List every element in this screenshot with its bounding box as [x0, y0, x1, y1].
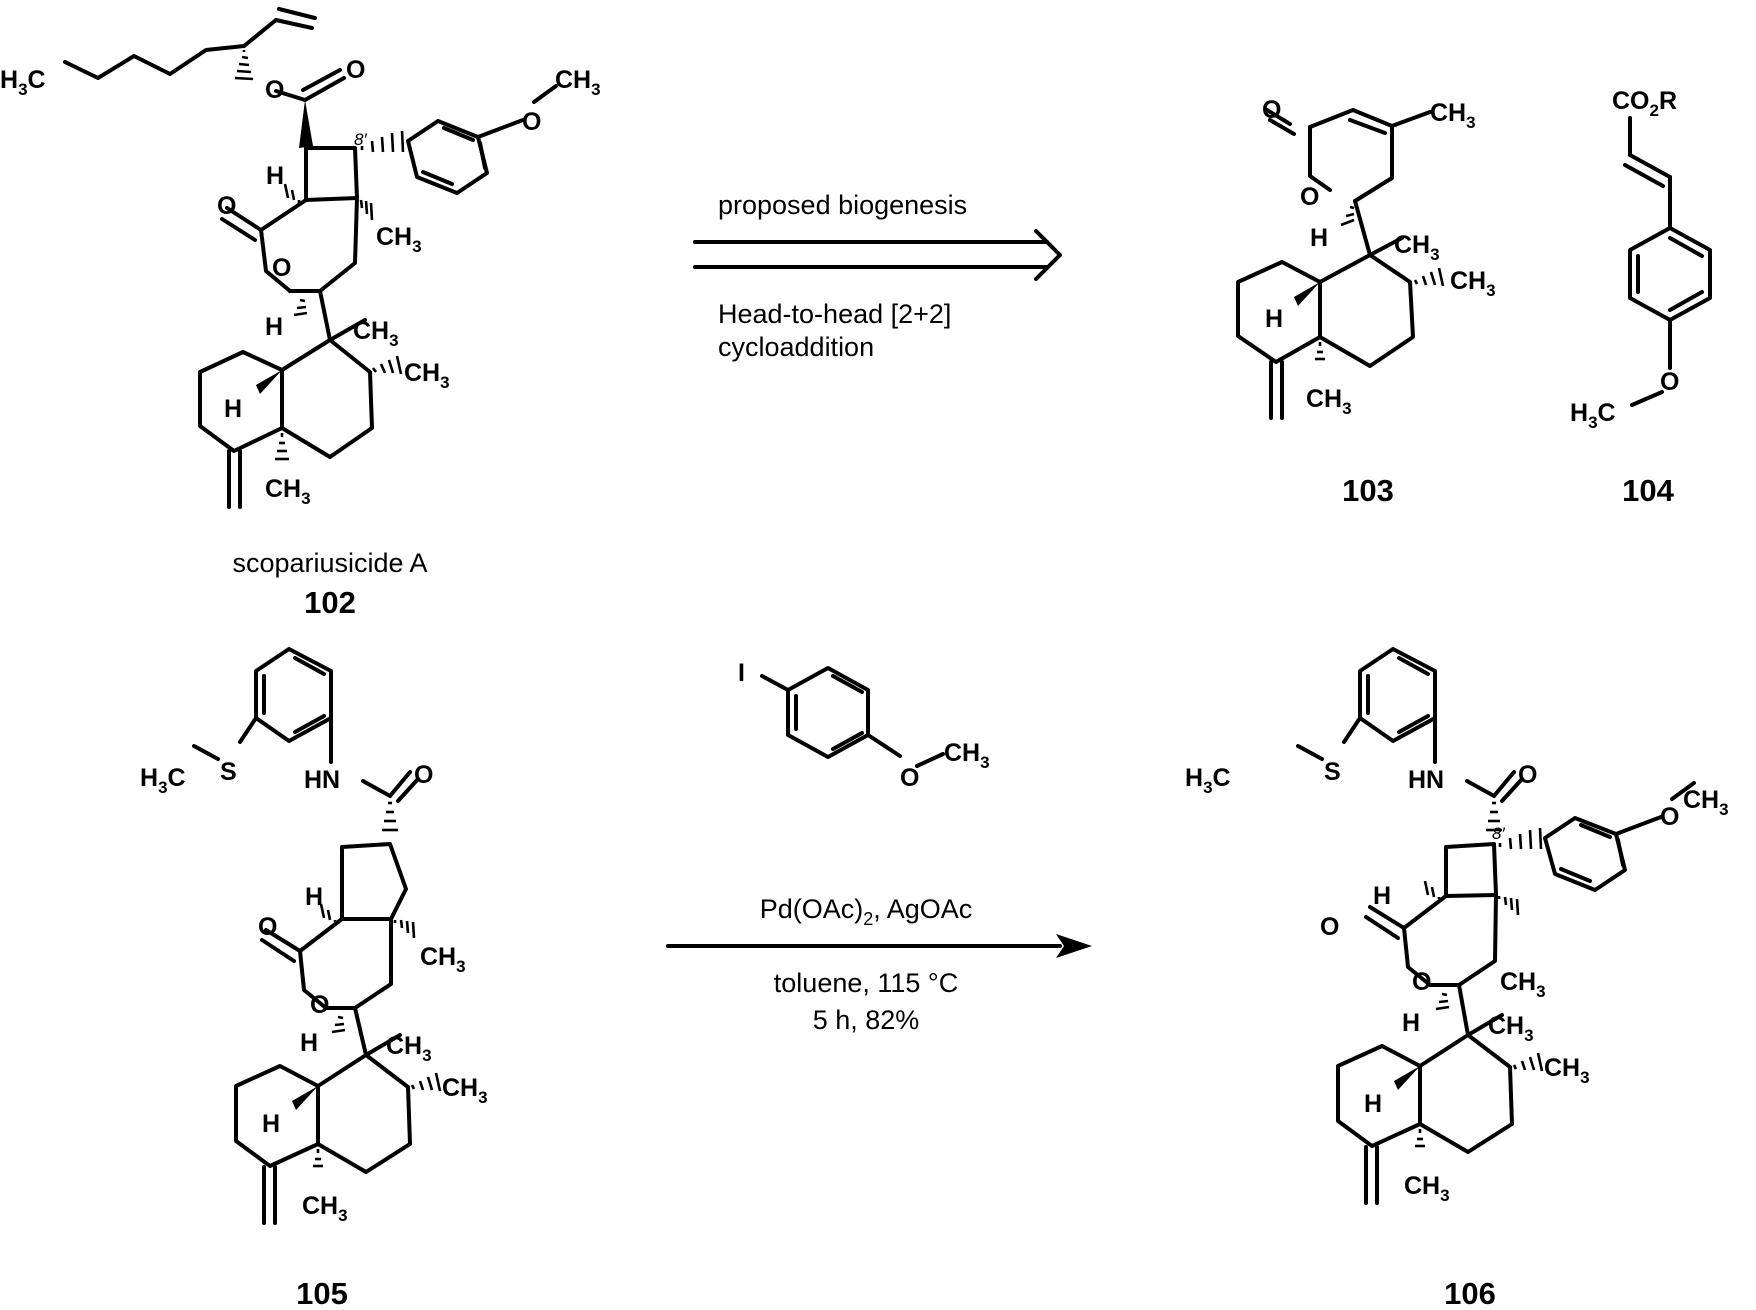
- methoxy-ch3-label: CH3: [944, 739, 990, 772]
- amide-o-label: O: [414, 761, 433, 789]
- ch3-label: CH3: [386, 1032, 432, 1065]
- h3c-label: H3C: [1185, 764, 1231, 797]
- compound-106-number: 106: [1444, 1276, 1496, 1310]
- methoxy-o-label: O: [1660, 803, 1679, 831]
- methoxy-o-label: O: [522, 108, 541, 136]
- ch3-label: CH3: [1394, 231, 1440, 264]
- ch3-label: CH3: [1500, 968, 1546, 1001]
- h3c-label: H3C: [0, 66, 46, 99]
- h-label: H: [300, 1029, 318, 1057]
- structure-102: H3C O O 8′ H O O CH3 O CH3 H CH3 CH3 H C…: [0, 7, 601, 620]
- amide-o-label: O: [1518, 761, 1537, 789]
- ch3-label: CH3: [302, 1192, 348, 1225]
- lactone-o-label: O: [1412, 968, 1431, 996]
- locant-8prime: 8′: [1492, 824, 1505, 843]
- arrow1-below-line2: cycloaddition: [718, 332, 874, 362]
- ch3-label: CH3: [1306, 385, 1352, 418]
- ch3-label: CH3: [404, 359, 450, 392]
- structure-105: H3C S HN O H O CH3 O H CH3 CH3 H CH3 105: [140, 647, 488, 1310]
- h-label: H: [1364, 1090, 1382, 1118]
- s-label: S: [220, 758, 237, 786]
- methoxy-o-label: O: [900, 764, 919, 792]
- reaction-arrow: [666, 934, 1092, 958]
- ch3-label: CH3: [1450, 267, 1496, 300]
- h-label: H: [224, 395, 242, 423]
- h-label: H: [1373, 882, 1391, 910]
- lactone-carbonyl-o-label: O: [217, 192, 236, 220]
- ch3-label: CH3: [265, 475, 311, 508]
- arrow2-reagent-line: Pd(OAc)2, AgOAc: [760, 894, 973, 929]
- compound-104-number: 104: [1622, 473, 1674, 508]
- compound-103-number: 103: [1342, 473, 1394, 508]
- h-label: H: [1402, 1009, 1420, 1037]
- retrosynthesis-arrow: proposed biogenesis Head-to-head [2+2] c…: [693, 190, 1062, 362]
- h-label: H: [1310, 224, 1328, 252]
- h3c-label: H3C: [1570, 399, 1616, 432]
- structure-104: CO2R O H3C 104: [1570, 87, 1712, 508]
- arrow1-above-text: proposed biogenesis: [718, 190, 967, 220]
- ch3-label: CH3: [1544, 1054, 1590, 1087]
- carbonyl-o-label: O: [1262, 96, 1281, 124]
- nh-label: HN: [304, 766, 340, 794]
- structure-103: O CH3 O H CH3 CH3 H CH3 103: [1236, 96, 1496, 508]
- arrow2-conditions-line1: toluene, 115 °C: [774, 968, 958, 998]
- lactone-o-label: O: [310, 991, 329, 1019]
- compound-105-number: 105: [296, 1276, 348, 1310]
- compound-102-name: scopariusicide A: [232, 548, 427, 578]
- lactone-carbonyl-o-label: O: [1320, 913, 1339, 941]
- ch3-label: CH3: [420, 943, 466, 976]
- ch3-label: CH3: [353, 317, 399, 350]
- arrow1-below-line1: Head-to-head [2+2]: [718, 299, 951, 329]
- methoxy-o-label: O: [1660, 368, 1679, 396]
- locant-8prime: 8′: [354, 130, 367, 149]
- lactone-o-label: O: [272, 254, 291, 282]
- co2r-label: CO2R: [1612, 87, 1677, 120]
- compound-102-number: 102: [304, 585, 356, 620]
- methoxy-ch3-label: CH3: [555, 66, 601, 99]
- h-label: H: [266, 162, 284, 190]
- ch3-label: CH3: [1404, 1172, 1450, 1205]
- methoxy-ch3-label: CH3: [1683, 786, 1729, 819]
- lactone-o-label: O: [1300, 183, 1319, 211]
- iodo-label: I: [738, 659, 745, 687]
- h3c-label: H3C: [140, 764, 186, 797]
- lactone-carbonyl-o-label: O: [258, 913, 277, 941]
- ch3-label: CH3: [1488, 1012, 1534, 1045]
- h-label: H: [1265, 305, 1283, 333]
- reagent-iodoanisole: I O CH3: [738, 659, 990, 792]
- h-label: H: [262, 1110, 280, 1138]
- ester-o-label: O: [265, 76, 284, 104]
- h-label: H: [265, 313, 283, 341]
- ch3-label: CH3: [376, 223, 422, 256]
- structure-106: H3C S HN O 8′ CH3 O H O CH3 O H CH3 CH3 …: [1185, 647, 1729, 1310]
- carbonyl-o-label: O: [346, 56, 365, 84]
- h-label: H: [305, 883, 323, 911]
- arrow2-conditions-line2: 5 h, 82%: [813, 1005, 920, 1035]
- nh-label: HN: [1408, 766, 1444, 794]
- s-label: S: [1324, 758, 1341, 786]
- ch3-label: CH3: [1430, 99, 1476, 132]
- ch3-label: CH3: [442, 1074, 488, 1107]
